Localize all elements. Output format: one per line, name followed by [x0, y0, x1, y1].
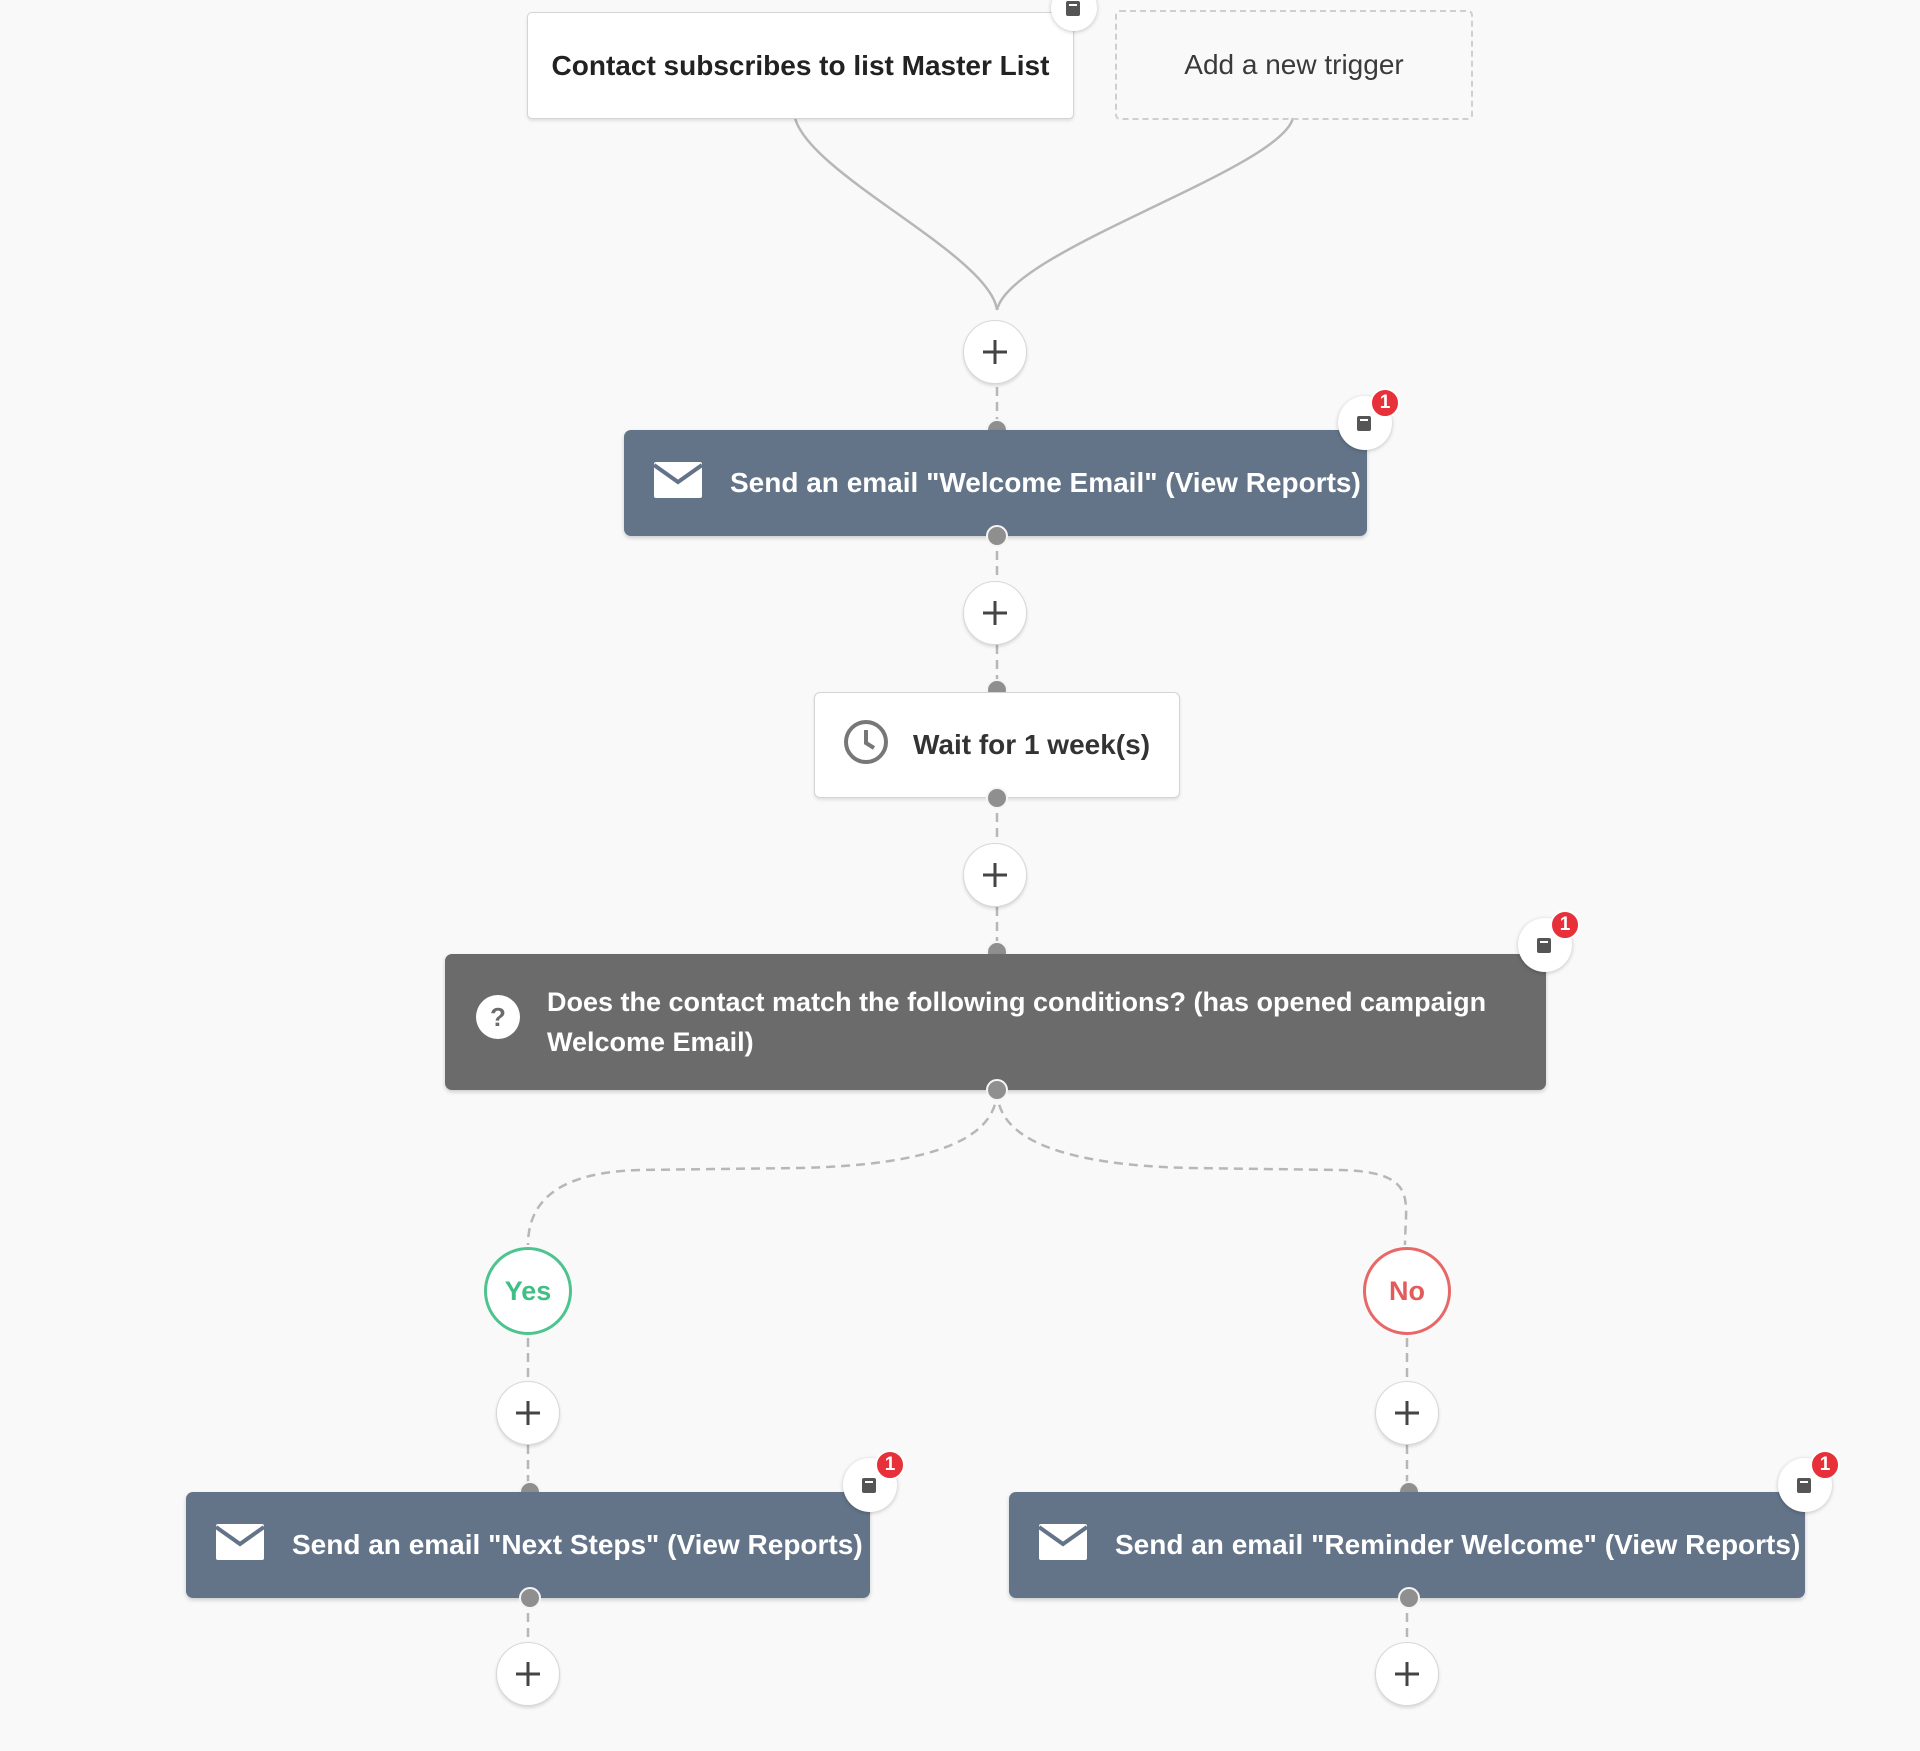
condition-label: Does the contact match the following con… — [547, 987, 1487, 1057]
add-step-button[interactable] — [963, 843, 1027, 907]
next-steps-email-label: Send an email "Next Steps" (View Reports… — [292, 1529, 863, 1560]
reminder-email-label: Send an email "Reminder Welcome" (View R… — [1115, 1529, 1801, 1560]
connector-dot — [986, 787, 1008, 809]
branch-yes-label: Yes — [504, 1275, 552, 1306]
notes-count-badge: 1 — [1810, 1450, 1840, 1480]
welcome-email-label: Send an email "Welcome Email" (View Repo… — [730, 467, 1361, 498]
plus-icon — [983, 340, 1007, 364]
reminder-notes-button[interactable]: 1 — [1778, 1450, 1840, 1512]
plus-icon — [1395, 1401, 1419, 1425]
notes-icon — [1797, 1478, 1811, 1493]
add-step-button[interactable] — [963, 320, 1027, 384]
next-steps-notes-button[interactable]: 1 — [843, 1450, 905, 1512]
send-email-welcome[interactable]: Send an email "Welcome Email" (View Repo… — [624, 430, 1367, 536]
send-email-next-steps[interactable]: Send an email "Next Steps" (View Reports… — [186, 1492, 870, 1598]
notes-count-badge: 1 — [1370, 388, 1400, 418]
wait-step[interactable]: Wait for 1 week(s) — [814, 692, 1180, 798]
notes-icon — [1537, 938, 1551, 953]
branch-yes[interactable]: Yes — [484, 1247, 572, 1335]
wait-label: Wait for 1 week(s) — [913, 729, 1151, 760]
branch-no-label: No — [1389, 1275, 1425, 1306]
add-step-button-no[interactable] — [1375, 1381, 1439, 1445]
plus-icon — [983, 863, 1007, 887]
connector-dot — [519, 1587, 541, 1609]
notes-icon — [1066, 1, 1080, 16]
trigger-contact-subscribes[interactable]: Contact subscribes to list Master List — [527, 12, 1074, 119]
send-email-reminder-welcome[interactable]: Send an email "Reminder Welcome" (View R… — [1009, 1492, 1805, 1598]
condition-notes-button[interactable]: 1 — [1518, 910, 1580, 972]
branch-no[interactable]: No — [1363, 1247, 1451, 1335]
svg-text:?: ? — [490, 1002, 506, 1032]
envelope-icon — [652, 461, 704, 505]
plus-icon — [516, 1662, 540, 1686]
notes-count-badge: 1 — [1550, 910, 1580, 940]
trigger-label: Contact subscribes to list Master List — [551, 49, 1050, 81]
question-icon: ? — [475, 994, 521, 1051]
add-step-button-no-end[interactable] — [1375, 1642, 1439, 1706]
welcome-email-notes-button[interactable]: 1 — [1338, 388, 1400, 450]
envelope-icon — [214, 1523, 266, 1567]
add-step-button-yes[interactable] — [496, 1381, 560, 1445]
plus-icon — [516, 1401, 540, 1425]
add-trigger-button[interactable]: Add a new trigger — [1115, 10, 1473, 120]
notes-icon — [1357, 416, 1371, 431]
condition-step[interactable]: ? Does the contact match the following c… — [445, 954, 1546, 1090]
plus-icon — [1395, 1662, 1419, 1686]
plus-icon — [983, 601, 1007, 625]
notes-count-badge: 1 — [875, 1450, 905, 1480]
connector-dot — [986, 525, 1008, 547]
add-trigger-label: Add a new trigger — [1184, 49, 1404, 80]
add-step-button[interactable] — [963, 581, 1027, 645]
add-step-button-yes-end[interactable] — [496, 1642, 560, 1706]
clock-icon — [843, 719, 889, 772]
connector-dot — [1398, 1587, 1420, 1609]
envelope-icon — [1037, 1523, 1089, 1567]
notes-icon — [862, 1478, 876, 1493]
connector-dot — [986, 1079, 1008, 1101]
